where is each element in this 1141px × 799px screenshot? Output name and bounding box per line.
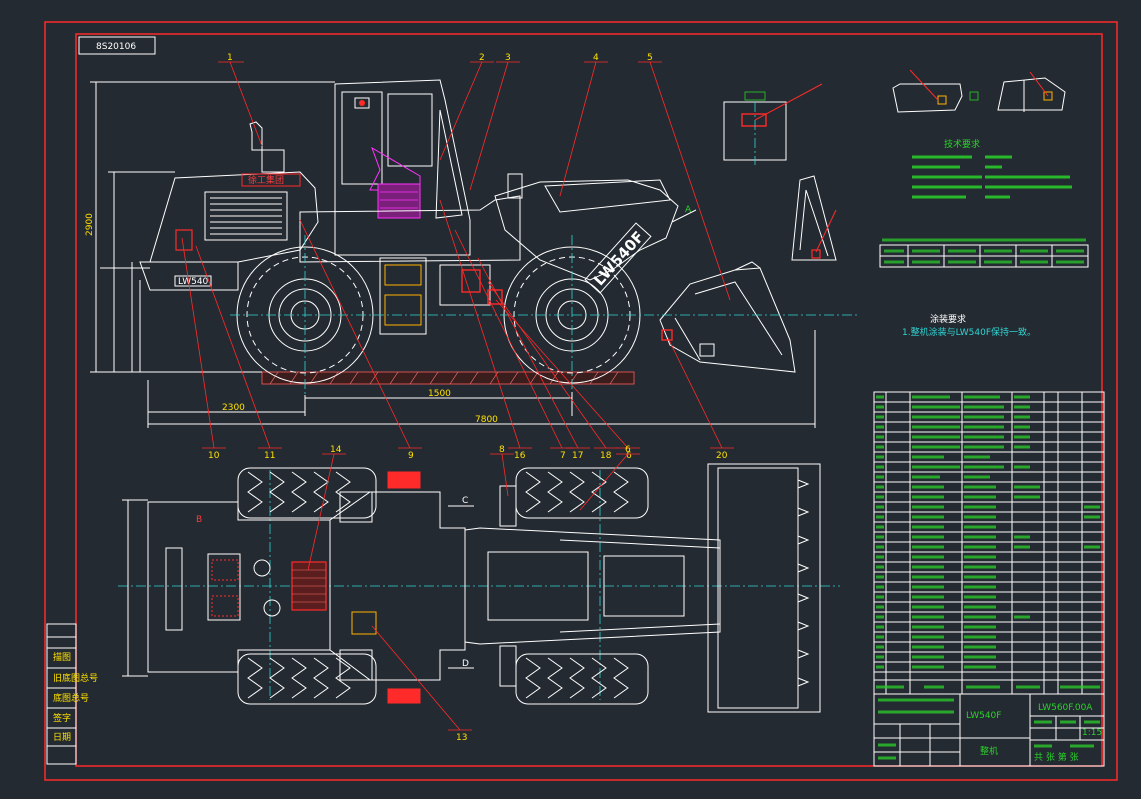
model-badge-group: LW540F [584, 222, 652, 294]
detail-view-d [791, 175, 837, 261]
balloon-16: 16 [514, 451, 526, 461]
strip-label: 描图 [53, 651, 71, 663]
bucket-teeth [797, 479, 810, 687]
drawing-number: LW560F.00A [1038, 703, 1093, 713]
balloon-6: 6 [626, 451, 632, 461]
balloon-14: 14 [330, 445, 342, 455]
air-filter [261, 149, 285, 173]
balloon-5: 5 [647, 53, 653, 63]
balloon-4: 4 [593, 53, 599, 63]
radiator-grille [204, 191, 288, 241]
strip-label: 签字 [53, 712, 71, 724]
rear-tire-bottom [237, 653, 377, 705]
engine-hood [149, 171, 319, 263]
balloon-1: 1 [227, 53, 233, 63]
view-mark-c: C [462, 496, 468, 506]
brand-plate [241, 173, 301, 187]
title-block: LW560F.00A LW540F 整机 1:15 共 张 第 张 [873, 693, 1105, 767]
parts-list [873, 391, 1105, 695]
strip-label: 日期 [53, 732, 71, 743]
side-label: LW540 [178, 277, 209, 287]
view-mark-a: A [685, 205, 692, 215]
drawing-code: 8S20106 [96, 42, 136, 52]
front-tire-top [515, 467, 649, 519]
bucket-plan [707, 463, 821, 713]
balloon-9: 9 [408, 451, 414, 461]
brand-plate-text: 徐工集团 [248, 174, 284, 186]
balloon-13: 13 [456, 733, 467, 743]
outer-border [44, 21, 1118, 781]
rear-tire-top [237, 467, 377, 519]
left-info-strip: 描图 旧底图总号 底图总号 签字 日期 [46, 623, 98, 765]
rear-lamp-top [387, 471, 421, 489]
cab-window [387, 93, 433, 167]
side-view: 徐工集团 LW540 LW540F [85, 53, 860, 461]
tilt-cylinder [544, 179, 671, 213]
drawing-name: LW540F [966, 711, 1001, 721]
dim-7800: 7800 [475, 415, 498, 425]
front-frame [464, 527, 721, 645]
balloon-10: 10 [208, 451, 220, 461]
main-frame [299, 195, 521, 263]
ground [261, 371, 635, 385]
plan-view: B C D 14 8 6 13 [118, 445, 840, 743]
operator-cab [334, 79, 471, 256]
balloon-3: 3 [505, 53, 511, 63]
side-leaders [181, 61, 734, 449]
counterweight [139, 261, 239, 291]
paint-requirements: 涂装要求 1.整机涂装与LW540F保持一致。 [902, 313, 1036, 338]
front-tire-bottom [515, 653, 649, 705]
dim-1500: 1500 [428, 389, 451, 399]
drawing-name-cn: 整机 [980, 745, 998, 757]
dim-2900: 2900 [85, 213, 95, 236]
drawing-code-box: 8S20106 [78, 36, 156, 55]
balloon-18: 18 [600, 451, 612, 461]
cab-plan [329, 491, 466, 681]
balloon-17: 17 [572, 451, 583, 461]
balloon-20: 20 [716, 451, 728, 461]
paint-requirements-line1: 1.整机涂装与LW540F保持一致。 [902, 326, 1036, 338]
tech-requirements: 技术要求 [912, 138, 1072, 199]
spec-table [879, 238, 1089, 268]
detail-view-b [892, 83, 963, 113]
balloon-6b: 6 [625, 445, 631, 455]
model-badge: LW540F [590, 228, 648, 289]
transmission [379, 257, 427, 335]
balloon-7: 7 [560, 451, 566, 461]
view-mark-d: D [462, 659, 469, 669]
tech-requirements-title: 技术要求 [944, 138, 980, 150]
view-mark-b: B [196, 515, 202, 525]
detail-views [723, 69, 1066, 261]
drawing-scale: 1:15 [1082, 728, 1102, 738]
side-dimensions [90, 81, 816, 428]
strip-label: 底图总号 [53, 692, 89, 704]
balloon-11: 11 [264, 451, 275, 461]
bucket [659, 267, 796, 373]
inner-border [75, 33, 1103, 767]
balloon-2: 2 [479, 53, 485, 63]
strip-label: 旧底图总号 [53, 672, 98, 684]
detail-view-c [997, 77, 1066, 111]
cab-door [341, 91, 383, 185]
sheet-info: 共 张 第 张 [1034, 751, 1079, 763]
exhaust-pipe [249, 121, 263, 151]
dim-2300: 2300 [222, 403, 245, 413]
paint-requirements-title: 涂装要求 [930, 313, 966, 325]
rear-lamp-bottom [387, 688, 421, 704]
boom-arm [494, 179, 679, 281]
balloon-8: 8 [499, 445, 505, 455]
